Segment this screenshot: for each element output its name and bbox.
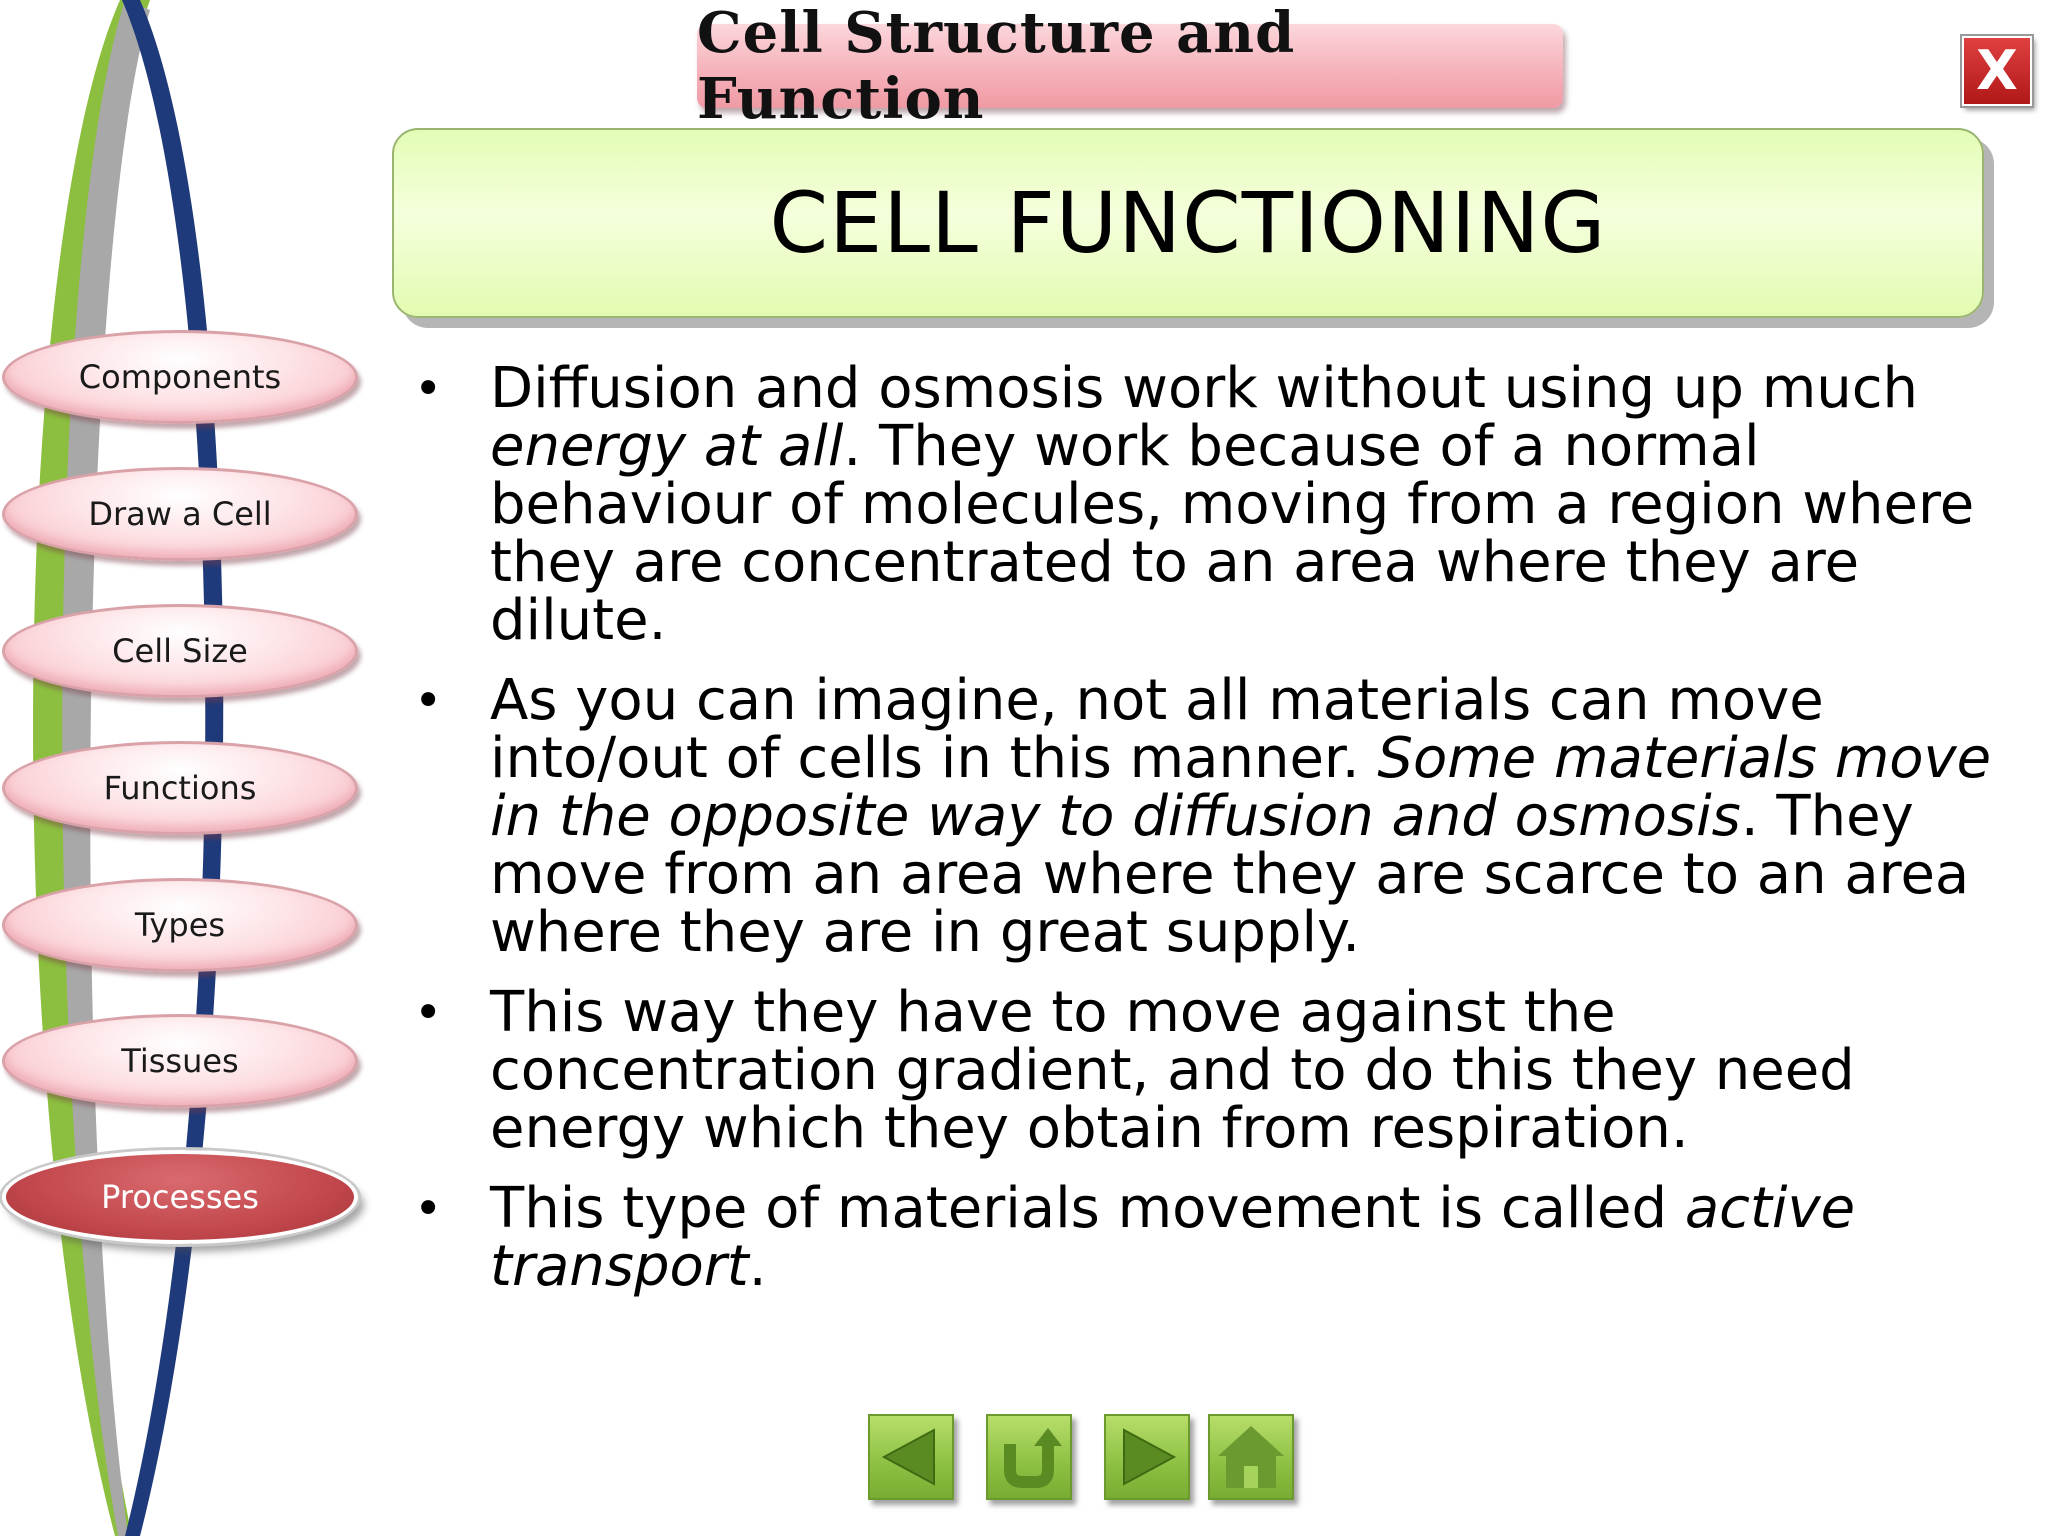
bullet-item: •Diffusion and osmosis work without usin…: [400, 360, 2000, 650]
sidebar-item-label: Draw a Cell: [88, 495, 272, 533]
close-icon: X: [1976, 39, 2018, 102]
back-arrow-icon: [881, 1428, 935, 1486]
sidebar-item-tissues[interactable]: Tissues: [2, 1014, 358, 1108]
bullet-icon: •: [414, 1181, 443, 1237]
sidebar-item-label: Processes: [101, 1178, 259, 1216]
sidebar-item-label: Types: [134, 906, 226, 944]
back-button[interactable]: [868, 1414, 954, 1500]
sidebar-item-draw-a-cell[interactable]: Draw a Cell: [2, 467, 358, 561]
sidebar-item-label: Cell Size: [112, 632, 248, 670]
bullet-item: •This way they have to move against the …: [400, 984, 2000, 1158]
page-title: CELL FUNCTIONING: [769, 174, 1607, 272]
sidebar-item-cell-size[interactable]: Cell Size: [2, 604, 358, 698]
app-title: Cell Structure and Function: [697, 0, 1296, 132]
emphasis-text: energy at all: [490, 414, 844, 479]
title-panel: CELL FUNCTIONING: [392, 128, 1984, 318]
sidebar-item-label: Components: [78, 358, 282, 396]
bullet-item: •As you can imagine, not all materials c…: [400, 672, 2000, 962]
emphasis-text: Some materials move in the opposite way …: [490, 726, 1992, 849]
bullet-icon: •: [414, 673, 443, 729]
bullet-icon: •: [414, 361, 443, 417]
sidebar-item-processes[interactable]: Processes: [2, 1150, 358, 1244]
body-text: This type of materials movement is calle…: [490, 1176, 1685, 1241]
return-button[interactable]: [986, 1414, 1072, 1500]
content-body: •Diffusion and osmosis work without usin…: [400, 360, 2000, 1318]
forward-arrow-icon: [1123, 1428, 1177, 1486]
sidebar-item-label: Tissues: [121, 1042, 239, 1080]
home-icon: [1218, 1426, 1284, 1488]
body-text: . They work because of a normal behaviou…: [490, 414, 1975, 653]
sidebar-item-label: Functions: [103, 769, 257, 807]
body-text: As you can imagine, not all materials ca…: [490, 668, 1824, 791]
app-banner: Cell Structure and Function: [697, 0, 1563, 132]
return-icon: [1004, 1428, 1062, 1488]
body-text: Diffusion and osmosis work without using…: [490, 356, 1919, 421]
sidebar-item-functions[interactable]: Functions: [2, 741, 358, 835]
close-button[interactable]: X: [1962, 36, 2032, 106]
emphasis-text: active transport: [490, 1176, 1856, 1299]
bullet-icon: •: [414, 985, 443, 1041]
home-button[interactable]: [1208, 1414, 1294, 1500]
sidebar-item-types[interactable]: Types: [2, 878, 358, 972]
sidebar-item-components[interactable]: Components: [2, 330, 358, 424]
body-text: .: [748, 1234, 767, 1299]
body-text: . They move from an area where they are …: [490, 784, 1970, 965]
bullet-item: •This type of materials movement is call…: [400, 1180, 2000, 1296]
body-text: This way they have to move against the c…: [490, 980, 1855, 1161]
forward-button[interactable]: [1104, 1414, 1190, 1500]
